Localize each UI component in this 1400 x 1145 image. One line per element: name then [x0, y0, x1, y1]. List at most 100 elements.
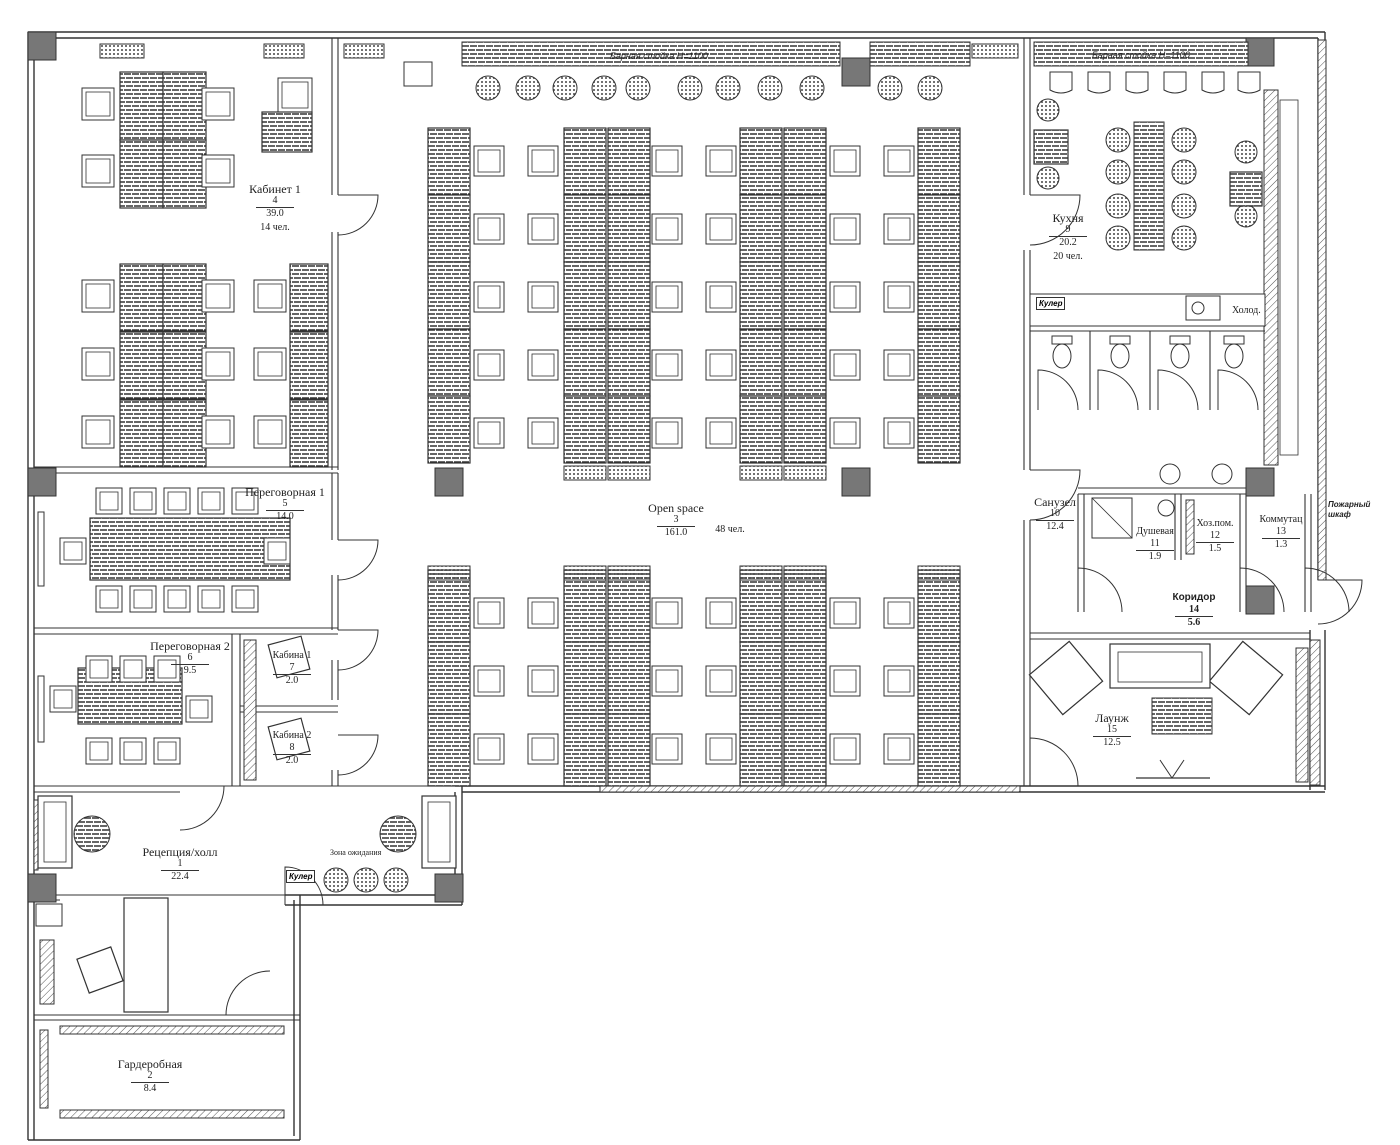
desk	[607, 127, 651, 196]
desk	[563, 713, 607, 787]
bar-stool	[1163, 71, 1187, 94]
reception-chair	[76, 946, 124, 994]
desk	[427, 713, 471, 787]
chair-seat	[157, 741, 177, 761]
chair-seat	[531, 669, 555, 693]
planter	[343, 43, 385, 59]
desk	[1033, 129, 1069, 165]
bar-stool	[1125, 71, 1149, 94]
chair-seat	[85, 419, 111, 445]
chair-seat	[833, 217, 857, 241]
kitchen-counter	[1029, 293, 1266, 327]
chair-seat	[235, 491, 255, 511]
furniture	[35, 43, 1309, 1119]
structural-column	[27, 31, 57, 61]
desk	[563, 641, 607, 715]
plant	[353, 867, 379, 893]
sofa-seat	[43, 801, 67, 863]
plant	[1171, 193, 1197, 219]
door-booth-2	[337, 734, 379, 776]
coffee-table	[73, 815, 111, 853]
desk	[917, 395, 961, 464]
chair-seat	[887, 353, 911, 377]
desk	[427, 328, 471, 397]
desk	[917, 641, 961, 715]
armchair	[1208, 640, 1284, 716]
chair-seat	[123, 741, 143, 761]
toilet	[1170, 343, 1190, 369]
chair-seat	[833, 737, 857, 761]
booth-chair	[267, 635, 311, 679]
desk	[563, 127, 607, 196]
desk	[783, 395, 827, 464]
door-entrance	[1317, 579, 1363, 625]
chair-seat	[709, 149, 733, 173]
desk	[739, 641, 783, 715]
desk	[427, 127, 471, 196]
toilet	[1110, 343, 1130, 369]
chair-seat	[477, 421, 501, 445]
desk	[739, 261, 783, 330]
chair-seat	[205, 351, 231, 377]
desk	[162, 399, 207, 468]
desk	[162, 139, 207, 209]
doors	[179, 194, 1363, 1016]
door-wardrobe	[225, 970, 271, 1016]
desk	[607, 395, 651, 464]
plant	[625, 75, 651, 101]
reception-desk	[123, 897, 169, 1013]
plant	[552, 75, 578, 101]
chair-seat	[189, 699, 209, 719]
chair-seat	[477, 669, 501, 693]
chair-seat	[833, 669, 857, 693]
desk	[563, 328, 607, 397]
fridge-note: Холод.	[1232, 305, 1261, 316]
chair-seat	[99, 589, 119, 609]
desk	[607, 328, 651, 397]
chair-seat	[123, 659, 143, 679]
chair-seat	[257, 351, 283, 377]
wall-hatch-lounge	[1309, 639, 1321, 786]
booth-wall-hatch	[243, 639, 257, 781]
chair-seat	[205, 91, 231, 117]
desk	[563, 261, 607, 330]
cooler-reception: Кулер	[286, 870, 316, 883]
chair-seat	[133, 589, 153, 609]
chair-seat	[235, 589, 255, 609]
bar-stool	[1237, 71, 1261, 94]
plant	[1105, 159, 1131, 185]
wash-basin	[1159, 463, 1181, 485]
chair-seat	[531, 285, 555, 309]
kitchen-appliance	[403, 61, 433, 87]
chair-seat	[267, 541, 287, 561]
toilet	[1224, 343, 1244, 369]
toilet-tank	[1051, 335, 1073, 345]
fire-cabinet-note: Пожарный шкаф	[1328, 500, 1371, 519]
cooler-kitchen: Кулер	[1036, 297, 1066, 310]
plant	[383, 867, 409, 893]
toilet-tank	[1169, 335, 1191, 345]
chair-seat	[655, 285, 679, 309]
screen-meeting-2	[37, 675, 45, 743]
door-toilet-3	[1157, 369, 1199, 411]
desk	[89, 517, 291, 581]
chair-seat	[531, 353, 555, 377]
chair-seat	[99, 491, 119, 511]
desk	[289, 331, 329, 400]
desk	[261, 111, 313, 153]
plant	[1105, 127, 1131, 153]
bar-counter-note-2: Барная стойка Н=1100	[1092, 50, 1190, 60]
sink-shower	[1157, 499, 1175, 517]
chair-seat	[477, 353, 501, 377]
desk	[917, 194, 961, 263]
chair-seat	[201, 589, 221, 609]
plant	[1171, 127, 1197, 153]
plant	[1105, 193, 1131, 219]
door-cabinet-1	[337, 194, 379, 236]
chair-seat	[887, 285, 911, 309]
plant	[515, 75, 541, 101]
